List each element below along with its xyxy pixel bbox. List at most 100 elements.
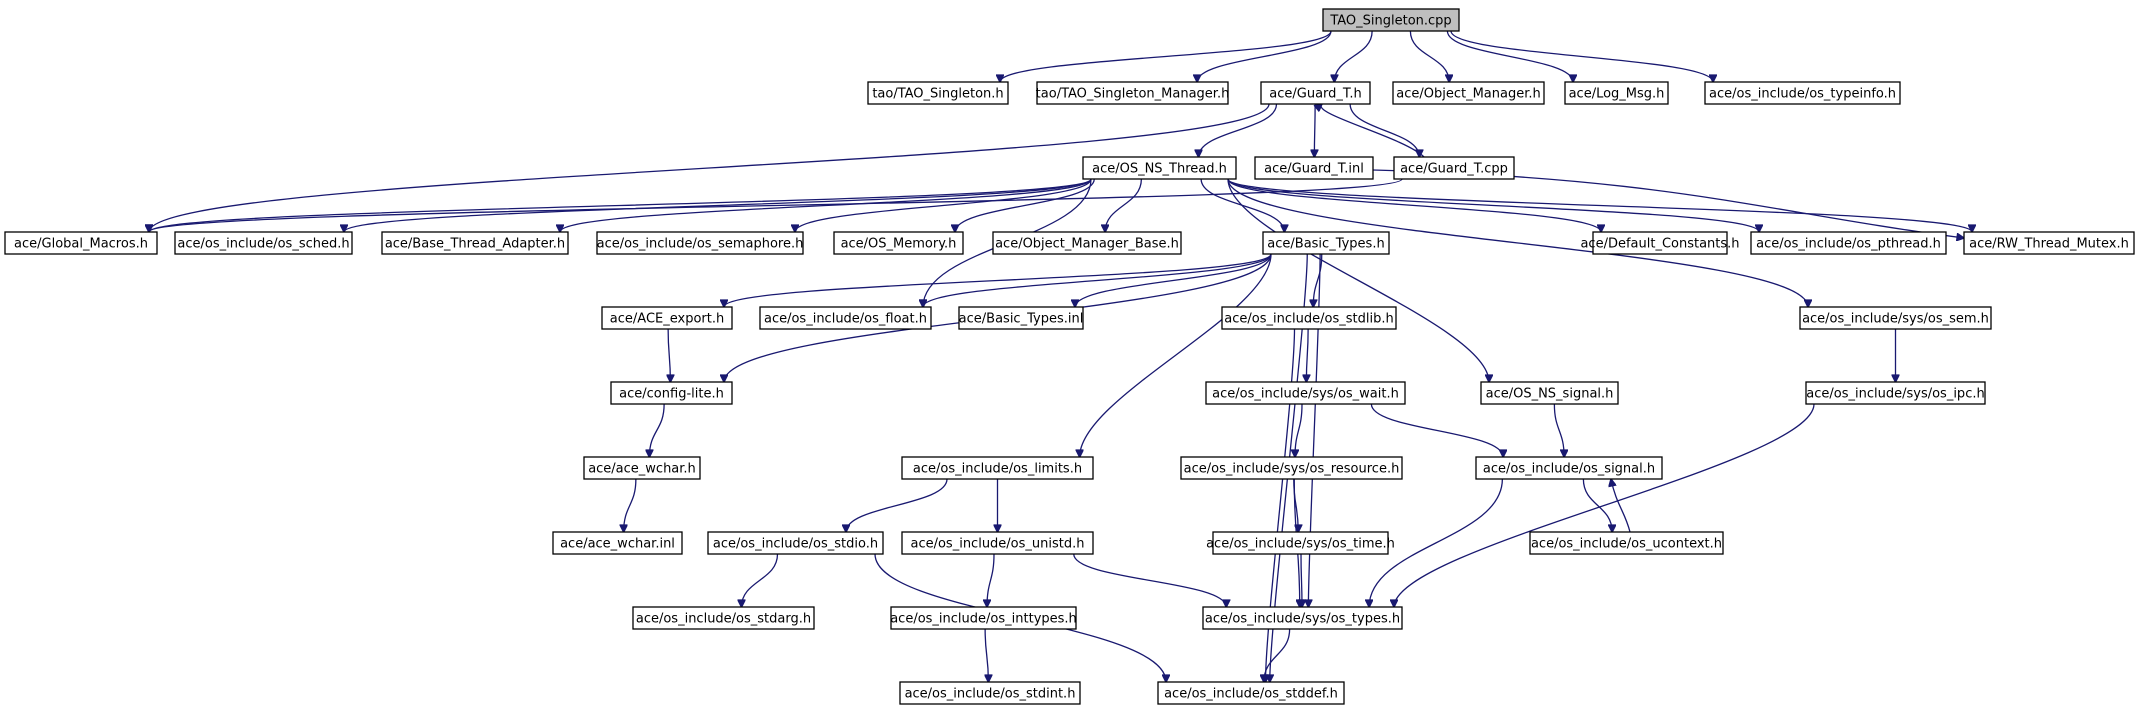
- node-ace-os-include-os-semaphore-h[interactable]: ace/os_include/os_semaphore.h: [596, 231, 804, 255]
- node-ace-os-include-sys-os-resource-h[interactable]: ace/os_include/sys/os_resource.h: [1180, 456, 1403, 480]
- node-ace-ace-wchar-inl[interactable]: ace/ace_wchar.inl: [552, 531, 683, 555]
- node-box: [583, 456, 701, 480]
- node-ace-os-include-os-pthread-h[interactable]: ace/os_include/os_pthread.h: [1750, 231, 1947, 255]
- node-tao-tao-singleton-h[interactable]: tao/TAO_Singleton.h: [867, 81, 1009, 105]
- node-ace-os-include-sys-os-wait-h[interactable]: ace/os_include/sys/os_wait.h: [1205, 381, 1406, 405]
- node-label: ace/Guard_T.cpp: [1400, 162, 1508, 177]
- node-ace-os-include-os-stdlib-h[interactable]: ace/os_include/os_stdlib.h: [1221, 306, 1397, 330]
- edge-n0-to-n3: [1334, 30, 1373, 82]
- node-box: [552, 531, 683, 555]
- node-ace-os-include-sys-os-sem-h[interactable]: ace/os_include/sys/os_sem.h: [1799, 306, 1992, 330]
- node-ace-guard-t-h[interactable]: ace/Guard_T.h: [1260, 81, 1371, 105]
- node-box: [1262, 231, 1390, 255]
- node-ace-os-include-sys-os-ipc-h[interactable]: ace/os_include/sys/os_ipc.h: [1805, 381, 1986, 405]
- node-box: [759, 306, 932, 330]
- node-ace-object-manager-base-h[interactable]: ace/Object_Manager_Base.h: [992, 231, 1182, 255]
- edge-n34-to-n38: [742, 553, 779, 607]
- node-label: ace/OS_NS_Thread.h: [1092, 162, 1227, 177]
- node-label: ace/os_include/sys/os_types.h: [1205, 612, 1400, 627]
- edge-n40-to-n42: [1264, 628, 1291, 682]
- edge-n39-to-n41: [985, 628, 988, 682]
- node-ace-os-ns-thread-h[interactable]: ace/OS_NS_Thread.h: [1082, 156, 1237, 180]
- edge-n27-to-n32: [1553, 403, 1564, 457]
- node-tao-singleton-cpp[interactable]: TAO_Singleton.cpp: [1322, 8, 1460, 32]
- edge-n9-to-n3: [1321, 104, 1425, 158]
- node-ace-os-include-os-inttypes-h[interactable]: ace/os_include/os_inttypes.h: [890, 606, 1077, 630]
- node-box: [1475, 456, 1663, 480]
- node-ace-base-thread-adapter-h[interactable]: ace/Base_Thread_Adapter.h: [381, 231, 569, 255]
- node-box: [1202, 606, 1403, 630]
- node-label: ace/Guard_T.h: [1269, 87, 1361, 102]
- node-label: ace/os_include/os_stdio.h: [713, 537, 878, 552]
- node-ace-os-include-os-stdio-h[interactable]: ace/os_include/os_stdio.h: [707, 531, 884, 555]
- edge-n7-to-n11: [344, 178, 1092, 232]
- node-ace-os-include-os-ucontext-h[interactable]: ace/os_include/os_ucontext.h: [1529, 531, 1724, 555]
- node-box: [1254, 156, 1374, 180]
- node-ace-global-macros-h[interactable]: ace/Global_Macros.h: [4, 231, 158, 255]
- node-ace-os-include-os-stdint-h[interactable]: ace/os_include/os_stdint.h: [899, 681, 1081, 705]
- edge-n35-to-n39: [987, 553, 995, 607]
- node-ace-os-include-os-limits-h[interactable]: ace/os_include/os_limits.h: [901, 456, 1094, 480]
- node-box: [1180, 456, 1403, 480]
- node-label: ace/OS_Memory.h: [841, 237, 957, 252]
- node-ace-os-include-os-stddef-h[interactable]: ace/os_include/os_stddef.h: [1157, 681, 1345, 705]
- node-ace-rw-thread-mutex-h[interactable]: ace/RW_Thread_Mutex.h: [1963, 231, 2135, 255]
- node-box: [1393, 156, 1515, 180]
- node-box: [1529, 531, 1724, 555]
- edge-n7-to-n12: [560, 178, 1092, 232]
- node-ace-log-msg-h[interactable]: ace/Log_Msg.h: [1564, 81, 1669, 105]
- edge-n7-to-n14: [955, 178, 1095, 232]
- node-ace-ace-wchar-h[interactable]: ace/ace_wchar.h: [583, 456, 701, 480]
- edge-n28-to-n40: [1394, 403, 1815, 607]
- node-ace-os-include-os-sched-h[interactable]: ace/os_include/os_sched.h: [174, 231, 353, 255]
- node-ace-guard-t-inl[interactable]: ace/Guard_T.inl: [1254, 156, 1374, 180]
- node-ace-ace-export-h[interactable]: ace/ACE_export.h: [601, 306, 733, 330]
- node-label: ace/os_include/os_stdint.h: [905, 687, 1076, 702]
- edge-n3-to-n7: [1199, 103, 1278, 157]
- node-box: [992, 231, 1182, 255]
- node-ace-object-manager-h[interactable]: ace/Object_Manager.h: [1392, 81, 1545, 105]
- node-label: ace/os_include/os_sched.h: [177, 237, 349, 252]
- node-label: ace/os_include/os_limits.h: [913, 462, 1082, 477]
- node-label: ace/os_include/os_float.h: [764, 312, 927, 327]
- node-box: [4, 231, 158, 255]
- edge-n0-to-n4: [1409, 30, 1449, 82]
- node-ace-os-include-os-signal-h[interactable]: ace/os_include/os_signal.h: [1475, 456, 1663, 480]
- edge-n35-to-n40: [1073, 553, 1227, 607]
- edge-n9-to-n10: [149, 178, 1403, 232]
- edge-n26-to-n31: [1295, 403, 1303, 457]
- node-layer: TAO_Singleton.cpp tao/TAO_Singleton.h tao/…: [4, 8, 2135, 705]
- node-box: [381, 231, 569, 255]
- edge-n16-to-n30: [1080, 253, 1272, 457]
- edge-n7-to-n18: [1227, 178, 1759, 232]
- node-ace-default-constants-h[interactable]: ace/Default_Constants.h: [1580, 231, 1740, 255]
- node-label: ace/os_include/sys/os_ipc.h: [1806, 387, 1984, 402]
- node-box: [1157, 681, 1345, 705]
- node-ace-basic-types-inl[interactable]: ace/Basic_Types.inl: [958, 306, 1084, 330]
- node-ace-os-include-os-typeinfo-h[interactable]: ace/os_include/os_typeinfo.h: [1704, 81, 1901, 105]
- node-box: [1592, 231, 1728, 255]
- edge-n25-to-n29: [649, 403, 665, 457]
- node-box: [601, 306, 733, 330]
- node-label: ace/Basic_Types.h: [1267, 237, 1384, 252]
- edge-n32-to-n37: [1582, 478, 1612, 532]
- node-label: ace/os_include/os_stdarg.h: [636, 612, 811, 627]
- node-label: tao/TAO_Singleton.h: [872, 87, 1003, 102]
- node-ace-os-memory-h[interactable]: ace/OS_Memory.h: [833, 231, 964, 255]
- node-label: ace/Object_Manager.h: [1396, 87, 1541, 102]
- node-ace-os-include-sys-os-time-h[interactable]: ace/os_include/sys/os_time.h: [1206, 531, 1395, 555]
- node-ace-os-include-os-stdarg-h[interactable]: ace/os_include/os_stdarg.h: [632, 606, 815, 630]
- node-ace-os-ns-signal-h[interactable]: ace/OS_NS_signal.h: [1480, 381, 1619, 405]
- node-ace-guard-t-cpp[interactable]: ace/Guard_T.cpp: [1393, 156, 1515, 180]
- edge-n0-to-n1: [1000, 30, 1332, 82]
- node-ace-os-include-sys-os-types-h[interactable]: ace/os_include/sys/os_types.h: [1202, 606, 1403, 630]
- node-ace-config-lite-h[interactable]: ace/config-lite.h: [610, 381, 733, 405]
- node-tao-tao-singleton-manager-h[interactable]: tao/TAO_Singleton_Manager.h: [1036, 81, 1230, 105]
- edge-n0-to-n2: [1197, 30, 1332, 82]
- edge-n16-to-n20: [724, 253, 1272, 307]
- node-ace-os-include-os-unistd-h[interactable]: ace/os_include/os_unistd.h: [901, 531, 1094, 555]
- node-ace-os-include-os-float-h[interactable]: ace/os_include/os_float.h: [759, 306, 932, 330]
- edge-n7-to-n24: [1227, 178, 1808, 307]
- node-box: [890, 606, 1077, 630]
- node-ace-basic-types-h[interactable]: ace/Basic_Types.h: [1262, 231, 1390, 255]
